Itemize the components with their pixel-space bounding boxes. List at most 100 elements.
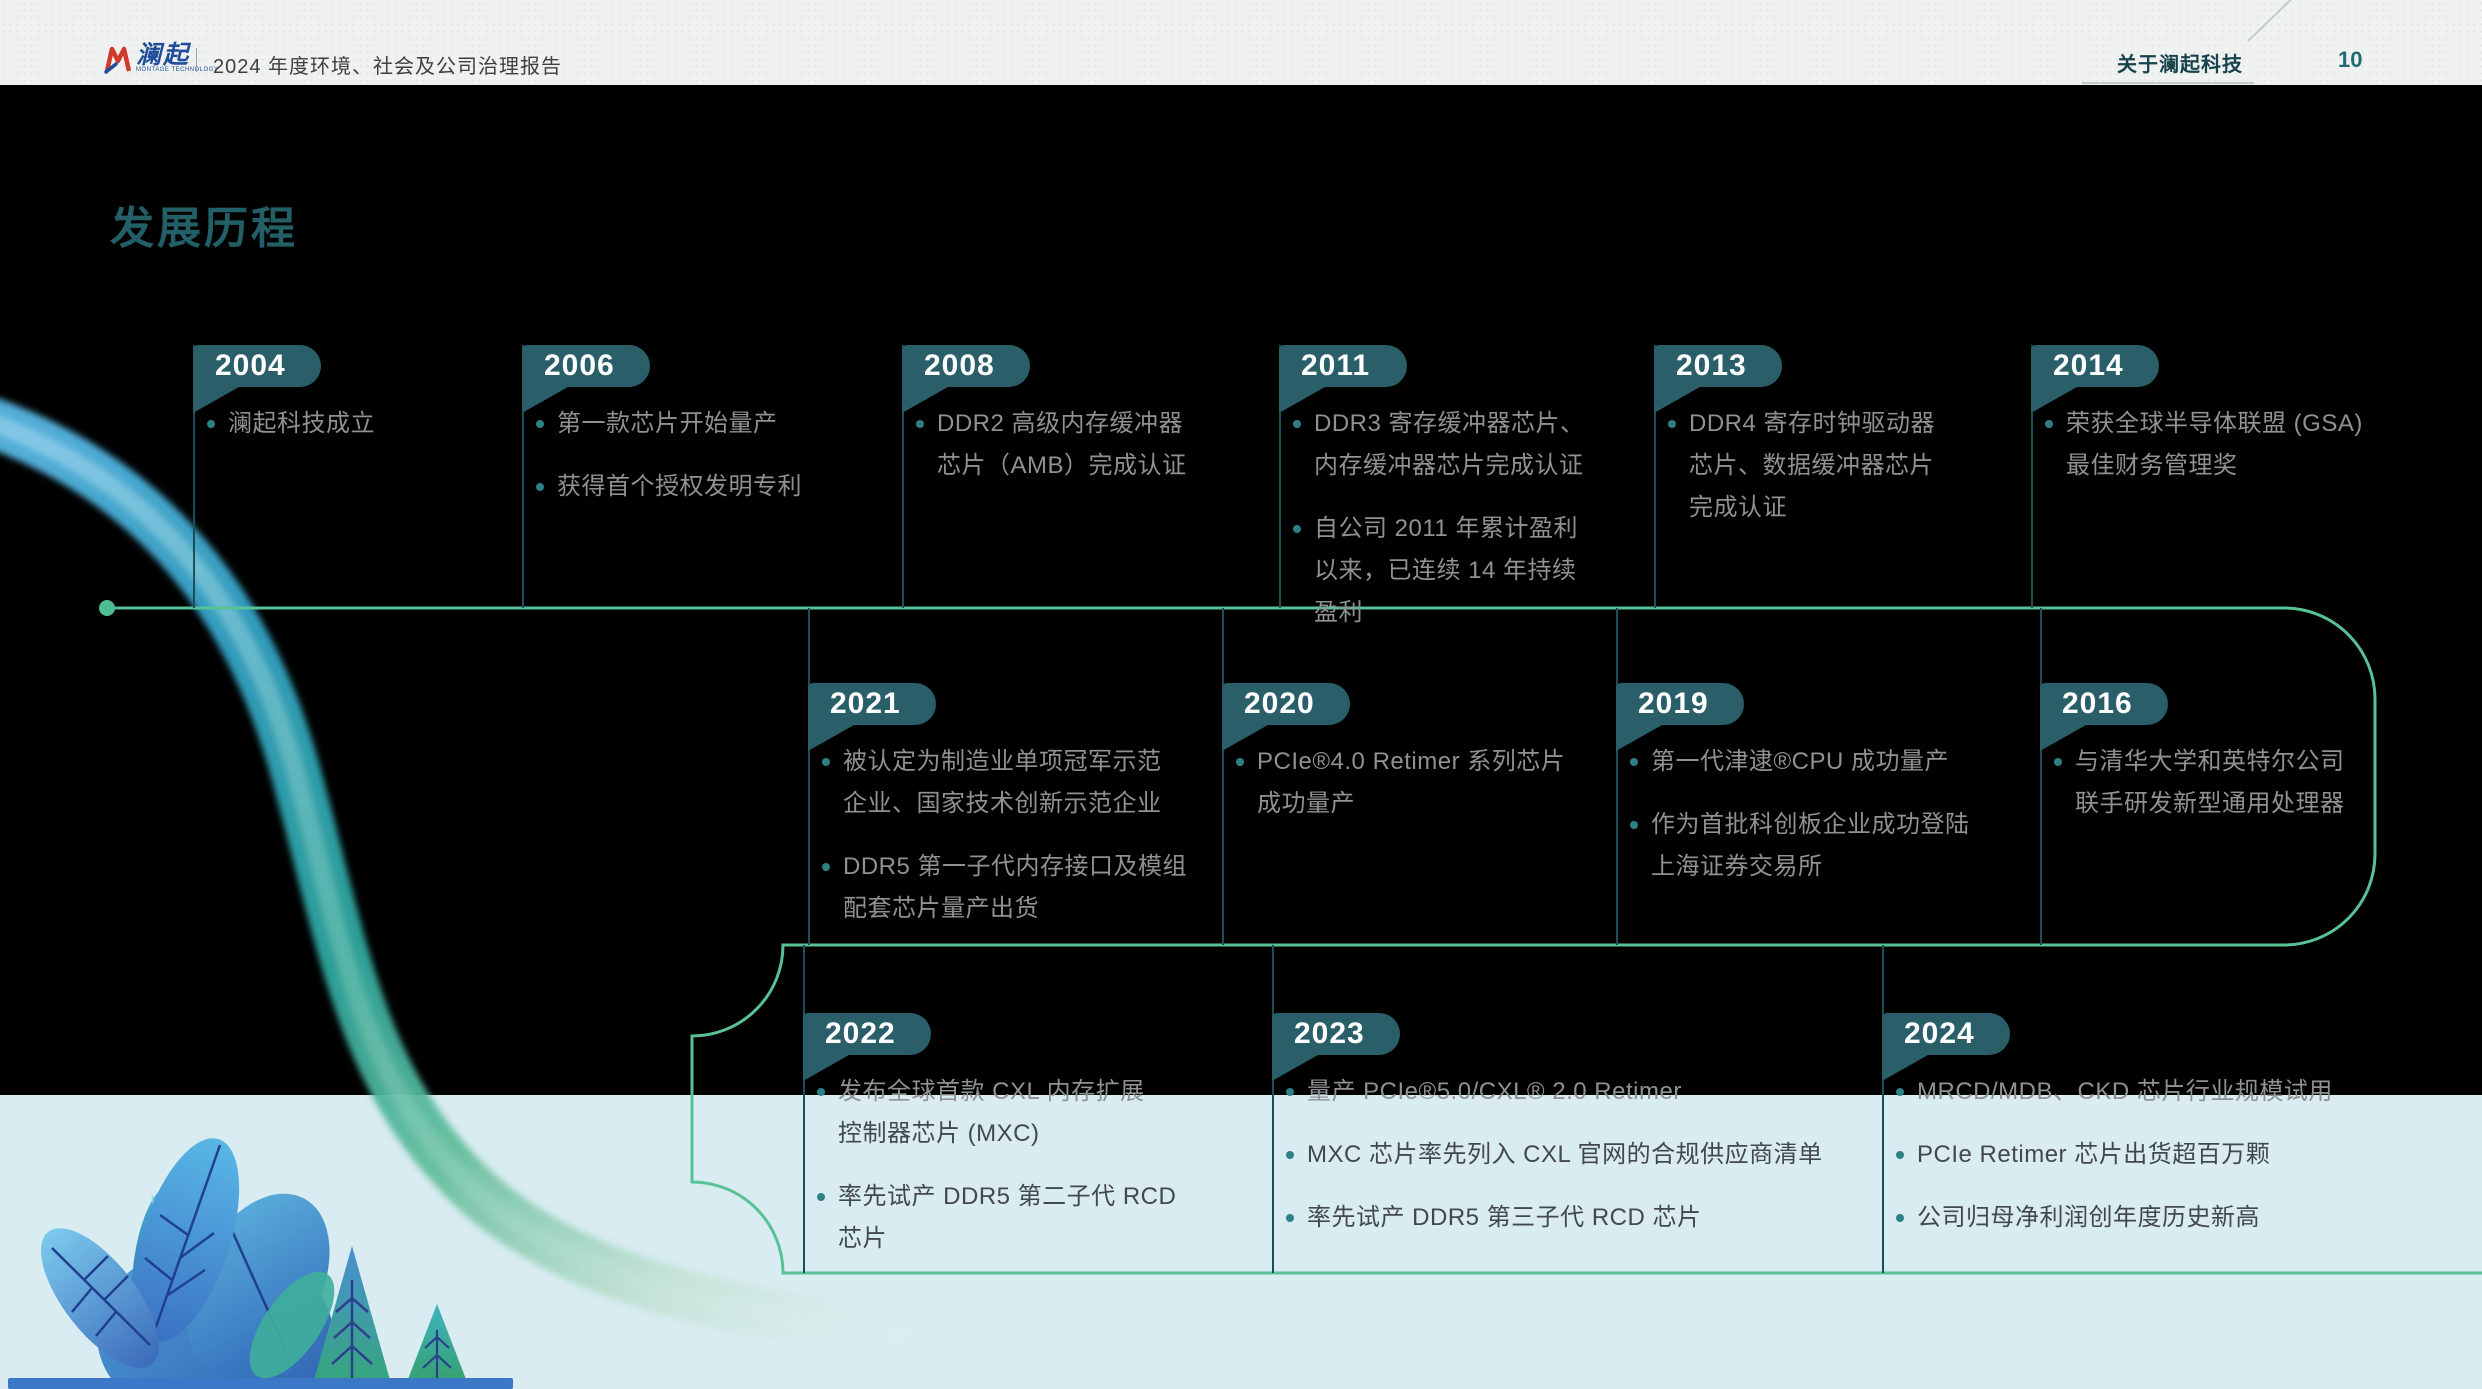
- timeline-bullet: 与清华大学和英特尔公司联手研发新型通用处理器: [2054, 741, 2345, 825]
- logo-en: MONTAGE TECHNOLOGY: [136, 67, 219, 73]
- timeline-entry-bullets: 荣获全球半导体联盟 (GSA)最佳财务管理奖: [2045, 403, 2363, 508]
- bullet-line: 自公司 2011 年累计盈利: [1314, 515, 1578, 542]
- timeline-year-badge: 2021: [808, 683, 936, 725]
- bullet-dot-icon: [822, 863, 830, 871]
- bullet-text: DDR4 寄存时钟驱动器芯片、数据缓冲器芯片完成认证: [1689, 403, 1935, 529]
- timeline-year-badge: 2014: [2031, 345, 2159, 387]
- timeline-bullet: MXC 芯片率先列入 CXL 官网的合规供应商清单: [1286, 1134, 1823, 1176]
- page-title: 发展历程: [110, 204, 298, 253]
- timeline-entry-stem: [2031, 345, 2033, 608]
- bullet-line: 以来，已连续 14 年持续: [1314, 557, 1577, 584]
- bullet-text: PCIe Retimer 芯片出货超百万颗: [1917, 1134, 2270, 1176]
- bullet-line: 内存缓冲器芯片完成认证: [1314, 452, 1584, 479]
- timeline-entry-bullets: 第一款芯片开始量产获得首个授权发明专利: [536, 403, 802, 529]
- timeline-entry-bullets: 澜起科技成立: [207, 403, 375, 466]
- bullet-line: 盈利: [1314, 599, 1363, 626]
- timeline-entry-bullets: DDR3 寄存缓冲器芯片、内存缓冲器芯片完成认证自公司 2011 年累计盈利以来…: [1293, 403, 1585, 655]
- timeline-year-badge: 2008: [902, 345, 1030, 387]
- timeline-year-badge: 2022: [803, 1013, 931, 1055]
- header-diagonal-line: [2247, 0, 2330, 42]
- header-underline: [2082, 82, 2254, 84]
- bullet-text: MRCD/MDB、CKD 芯片行业规模试用: [1917, 1071, 2333, 1113]
- bullet-dot-icon: [1630, 821, 1638, 829]
- logo-mark-icon: [104, 46, 132, 74]
- timeline-year-badge: 2006: [522, 345, 650, 387]
- timeline-entry-stem: [1882, 945, 1884, 1273]
- bullet-line: 与清华大学和英特尔公司: [2075, 748, 2345, 775]
- bullet-line: 成功量产: [1257, 790, 1355, 817]
- timeline-entry-bullets: 第一代津逮®CPU 成功量产作为首批科创板企业成功登陆上海证券交易所: [1630, 741, 1970, 909]
- bullet-dot-icon: [207, 420, 215, 428]
- timeline-entry-stem: [1272, 945, 1274, 1273]
- bullet-line: DDR2 高级内存缓冲器: [937, 410, 1184, 437]
- timeline-year-badge: 2023: [1272, 1013, 1400, 1055]
- timeline-entry-stem: [803, 945, 805, 1273]
- bullet-dot-icon: [2054, 758, 2062, 766]
- timeline-entry-bullets: DDR4 寄存时钟驱动器芯片、数据缓冲器芯片完成认证: [1668, 403, 1935, 550]
- bullet-line: 芯片、数据缓冲器芯片: [1689, 452, 1934, 479]
- bullet-text: DDR2 高级内存缓冲器芯片（AMB）完成认证: [937, 403, 1187, 487]
- bullet-dot-icon: [1286, 1088, 1294, 1096]
- timeline-entry-stem: [1279, 345, 1281, 608]
- timeline-entry-stem: [1654, 345, 1656, 608]
- company-logo: 澜起 MONTAGE TECHNOLOGY: [104, 43, 219, 74]
- bullet-line: MXC 芯片率先列入 CXL 官网的合规供应商清单: [1307, 1141, 1823, 1168]
- bullet-dot-icon: [1896, 1214, 1904, 1222]
- bullet-line: 企业、国家技术创新示范企业: [843, 790, 1162, 817]
- bullet-text: 自公司 2011 年累计盈利以来，已连续 14 年持续盈利: [1314, 508, 1578, 634]
- timeline-bullet: 第一款芯片开始量产: [536, 403, 802, 445]
- bullet-text: 率先试产 DDR5 第二子代 RCD 芯片: [838, 1176, 1176, 1260]
- bullet-text: 被认定为制造业单项冠军示范企业、国家技术创新示范企业: [843, 741, 1162, 825]
- timeline-entry-stem: [2040, 608, 2042, 945]
- bullet-line: 作为首批科创板企业成功登陆: [1651, 811, 1970, 838]
- timeline-entry-stem: [808, 608, 810, 945]
- timeline-year-badge: 2004: [193, 345, 321, 387]
- timeline-entry-stem: [1222, 608, 1224, 945]
- bullet-line: PCIe®4.0 Retimer 系列芯片: [1257, 748, 1566, 775]
- bullet-line: 联手研发新型通用处理器: [2075, 790, 2345, 817]
- timeline-entry-stem: [1616, 608, 1618, 945]
- timeline-bullet: MRCD/MDB、CKD 芯片行业规模试用: [1896, 1071, 2333, 1113]
- bullet-dot-icon: [916, 420, 924, 428]
- bullet-text: 与清华大学和英特尔公司联手研发新型通用处理器: [2075, 741, 2345, 825]
- page-header: 澜起 MONTAGE TECHNOLOGY 2024 年度环境、社会及公司治理报…: [0, 0, 2482, 85]
- bullet-text: MXC 芯片率先列入 CXL 官网的合规供应商清单: [1307, 1134, 1823, 1176]
- bullet-line: PCIe Retimer 芯片出货超百万颗: [1917, 1141, 2271, 1168]
- bullet-line: MRCD/MDB、CKD 芯片行业规模试用: [1917, 1078, 2333, 1105]
- bullet-line: DDR3 寄存缓冲器芯片、: [1314, 410, 1585, 437]
- bullet-text: PCIe®4.0 Retimer 系列芯片成功量产: [1257, 741, 1565, 825]
- bullet-line: 澜起科技成立: [228, 410, 375, 437]
- section-label[interactable]: 关于澜起科技: [2117, 54, 2243, 76]
- timeline-bullet: 自公司 2011 年累计盈利以来，已连续 14 年持续盈利: [1293, 508, 1585, 634]
- report-title: 2024 年度环境、社会及公司治理报告: [213, 56, 563, 78]
- bullet-line: 芯片: [838, 1225, 887, 1252]
- timeline-bullet: 率先试产 DDR5 第三子代 RCD 芯片: [1286, 1197, 1823, 1239]
- bullet-line: 量产 PCIe®5.0/CXL® 2.0 Retimer: [1307, 1078, 1682, 1105]
- timeline-bullet: DDR4 寄存时钟驱动器芯片、数据缓冲器芯片完成认证: [1668, 403, 1935, 529]
- timeline-bullet: DDR2 高级内存缓冲器芯片（AMB）完成认证: [916, 403, 1187, 487]
- timeline-year-badge: 2019: [1616, 683, 1744, 725]
- timeline-year-badge: 2016: [2040, 683, 2168, 725]
- bullet-text: 第一款芯片开始量产: [557, 403, 778, 445]
- timeline-year-badge: 2013: [1654, 345, 1782, 387]
- bullet-line: DDR4 寄存时钟驱动器: [1689, 410, 1936, 437]
- bullet-line: DDR5 第一子代内存接口及模组: [843, 853, 1188, 880]
- bullet-text: 澜起科技成立: [228, 403, 375, 445]
- timeline-bullet: 第一代津逮®CPU 成功量产: [1630, 741, 1970, 783]
- timeline-bullet: 澜起科技成立: [207, 403, 375, 445]
- bullet-dot-icon: [1293, 525, 1301, 533]
- timeline-bullet: 量产 PCIe®5.0/CXL® 2.0 Retimer: [1286, 1071, 1823, 1113]
- bullet-line: 荣获全球半导体联盟 (GSA): [2066, 410, 2363, 437]
- timeline-bullet: DDR5 第一子代内存接口及模组配套芯片量产出货: [822, 846, 1187, 930]
- timeline-bullet: 被认定为制造业单项冠军示范企业、国家技术创新示范企业: [822, 741, 1187, 825]
- timeline-bullet: 作为首批科创板企业成功登陆上海证券交易所: [1630, 804, 1970, 888]
- bullet-line: 率先试产 DDR5 第二子代 RCD: [838, 1183, 1177, 1210]
- bullet-text: 第一代津逮®CPU 成功量产: [1651, 741, 1949, 783]
- bullet-line: 完成认证: [1689, 494, 1787, 521]
- bullet-text: 获得首个授权发明专利: [557, 466, 802, 508]
- bullet-text: 公司归母净利润创年度历史新高: [1917, 1197, 2260, 1239]
- bullet-text: 发布全球首款 CXL 内存扩展控制器芯片 (MXC): [838, 1071, 1145, 1155]
- timeline-bullet: 率先试产 DDR5 第二子代 RCD 芯片: [817, 1176, 1176, 1260]
